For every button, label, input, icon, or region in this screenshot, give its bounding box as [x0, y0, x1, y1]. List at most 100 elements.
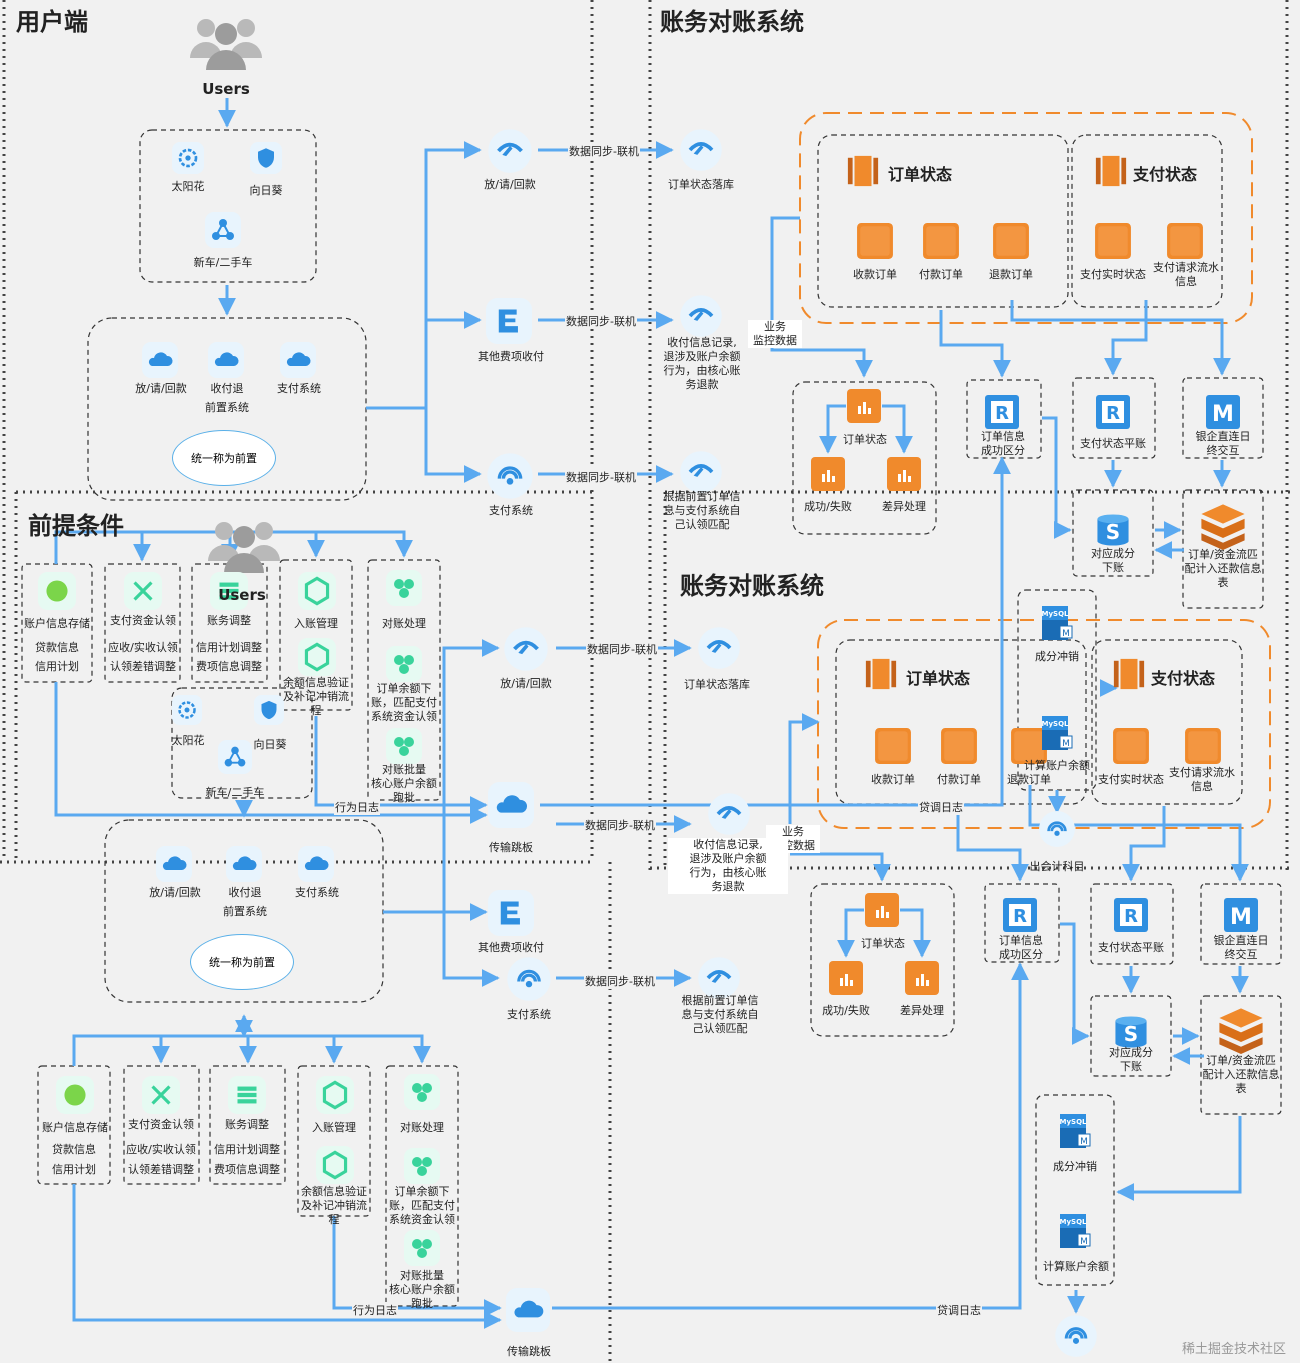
- chart-icon: [905, 961, 939, 995]
- process-success: 成功/失败: [822, 1004, 870, 1017]
- pay-confirm: 支付资金认领: [128, 1118, 194, 1131]
- app-sunflower-b: 向日葵: [253, 738, 287, 751]
- receivable: 应收/实收认领: [108, 641, 178, 654]
- receivable: 应收/实收认领: [126, 1143, 196, 1156]
- leaf-icon: [56, 1076, 94, 1114]
- mid-pay: 支付系统: [489, 504, 533, 517]
- credit-adjust: 信用计划调整: [214, 1143, 280, 1156]
- refund-order: 退款订单: [1007, 773, 1051, 786]
- orange-box-icon: [1113, 728, 1149, 764]
- orange-box-icon: [1167, 223, 1203, 259]
- r-icon: [1003, 898, 1037, 932]
- receive-order: 收款订单: [871, 773, 915, 786]
- order-balance: 订单余额下账，匹配支付系统资金认领: [389, 1185, 455, 1226]
- pay-order: 付款订单: [937, 773, 981, 786]
- mid-other-fee: 其他费项收付: [478, 350, 544, 363]
- edge-sync: 数据同步-联机: [565, 469, 637, 485]
- eye-icon: [680, 295, 722, 337]
- entry-mgmt: 入账管理: [294, 617, 338, 630]
- network-icon: [205, 212, 241, 248]
- r-icon: [1096, 395, 1130, 429]
- clover-icon: [404, 1074, 440, 1110]
- front-collect: 收付退: [210, 382, 244, 395]
- match-note: 根据前置订单信息与支付系统自己认领匹配: [681, 994, 759, 1035]
- bank-connect: 银企直连日终交互: [1213, 934, 1269, 961]
- edge-sync: 数据同步-联机: [584, 973, 656, 989]
- process-order-state: 订单状态: [843, 433, 887, 446]
- pay-state-title: 支付状态: [1133, 165, 1198, 184]
- gear-icon: [172, 695, 202, 725]
- cloud-icon: [142, 342, 178, 378]
- front-loan: 放/请/回款: [149, 886, 201, 899]
- stack-green-icon: [228, 1076, 266, 1114]
- mid-loan: 放/请/回款: [484, 178, 536, 191]
- process-success: 成功/失败: [804, 500, 852, 513]
- cloud-icon: [298, 846, 334, 882]
- balance-verify: 余额信息验证及补记冲销流程: [301, 1185, 367, 1226]
- mid-transfer: 传输跳板: [489, 841, 533, 854]
- cloud-icon: [226, 846, 262, 882]
- region-title-user: 用户端: [16, 8, 88, 36]
- front-loan: 放/请/回款: [135, 382, 187, 395]
- edge-behavior-log: 行为日志: [352, 1302, 398, 1318]
- orange-box-icon: [923, 223, 959, 259]
- cloud-icon: [506, 1288, 550, 1332]
- recon-handle: 对账处理: [382, 617, 426, 630]
- pay-balance: 支付状态平账: [1080, 437, 1146, 450]
- stack-icon: [1201, 504, 1245, 550]
- mid-loan: 放/请/回款: [500, 677, 552, 690]
- cloud-icon: [488, 782, 534, 828]
- connectors: [54, 98, 1249, 1329]
- batch-run: 对账批量核心账户余额跑批: [389, 1269, 455, 1310]
- claim-adjust: 认领差错调整: [110, 660, 176, 673]
- orange-box-icon: [941, 728, 977, 764]
- order-landing: 订单状态落库: [684, 678, 750, 691]
- front-collect: 前置系统: [205, 401, 249, 414]
- edge-sync: 数据同步-联机: [586, 641, 658, 657]
- pay-realtime: 支付实时状态: [1080, 268, 1146, 281]
- chart-icon: [887, 457, 921, 491]
- mysql-icon: [1041, 605, 1073, 641]
- watermark: 稀土掘金技术社区: [1181, 1342, 1286, 1357]
- app-car: 新车/二手车: [193, 256, 253, 269]
- edge-loan-log: 贷调日志: [936, 1302, 982, 1318]
- hex-icon: [298, 572, 336, 610]
- wifi-icon: [486, 452, 534, 500]
- balance-verify: 余额信息验证及补记冲销流程: [283, 676, 349, 717]
- cloud-icon: [208, 342, 244, 378]
- r-icon: [985, 395, 1019, 429]
- clover-icon: [386, 728, 422, 764]
- region-title-prereq: 前提条件: [28, 512, 124, 540]
- pay-request: 支付请求流水信息: [1153, 261, 1219, 288]
- pay-order: 付款订单: [919, 268, 963, 281]
- claim-adjust: 认领差错调整: [128, 1163, 194, 1176]
- bank-connect: 银企直连日终交互: [1195, 430, 1251, 457]
- process-order-state: 订单状态: [861, 937, 905, 950]
- account-adjust: 账务调整: [207, 614, 251, 627]
- mysql-icon: [1041, 715, 1073, 751]
- db-calc-balance: 计算账户余额: [1043, 1260, 1109, 1273]
- clover-icon: [386, 570, 422, 606]
- order-region: 订单信息成功区分: [999, 934, 1043, 961]
- clover-icon: [404, 1230, 440, 1266]
- chart-icon: [811, 457, 845, 491]
- record-note: 收付信息记录,退涉及账户余额行为，由核心账务退款: [663, 336, 741, 391]
- x-icon: [124, 572, 162, 610]
- orange-box-icon: [857, 223, 893, 259]
- receive-order: 收款订单: [853, 268, 897, 281]
- mid-pay: 支付系统: [507, 1008, 551, 1021]
- edge-sync: 数据同步-联机: [565, 313, 637, 329]
- front-pay: 支付系统: [295, 886, 339, 899]
- cloud-icon: [280, 342, 316, 378]
- pay-balance: 支付状态平账: [1098, 941, 1164, 954]
- record-note: 收付信息记录,退涉及账户余额行为，由核心账务退款: [668, 838, 788, 894]
- users-icon: [190, 19, 262, 70]
- chart-arrows: [819, 404, 931, 958]
- r-icon: [1114, 898, 1148, 932]
- clover-icon: [386, 646, 422, 682]
- users-icon: [208, 522, 280, 573]
- m-icon: [1224, 898, 1258, 932]
- credit-plan: 信用计划: [35, 660, 79, 673]
